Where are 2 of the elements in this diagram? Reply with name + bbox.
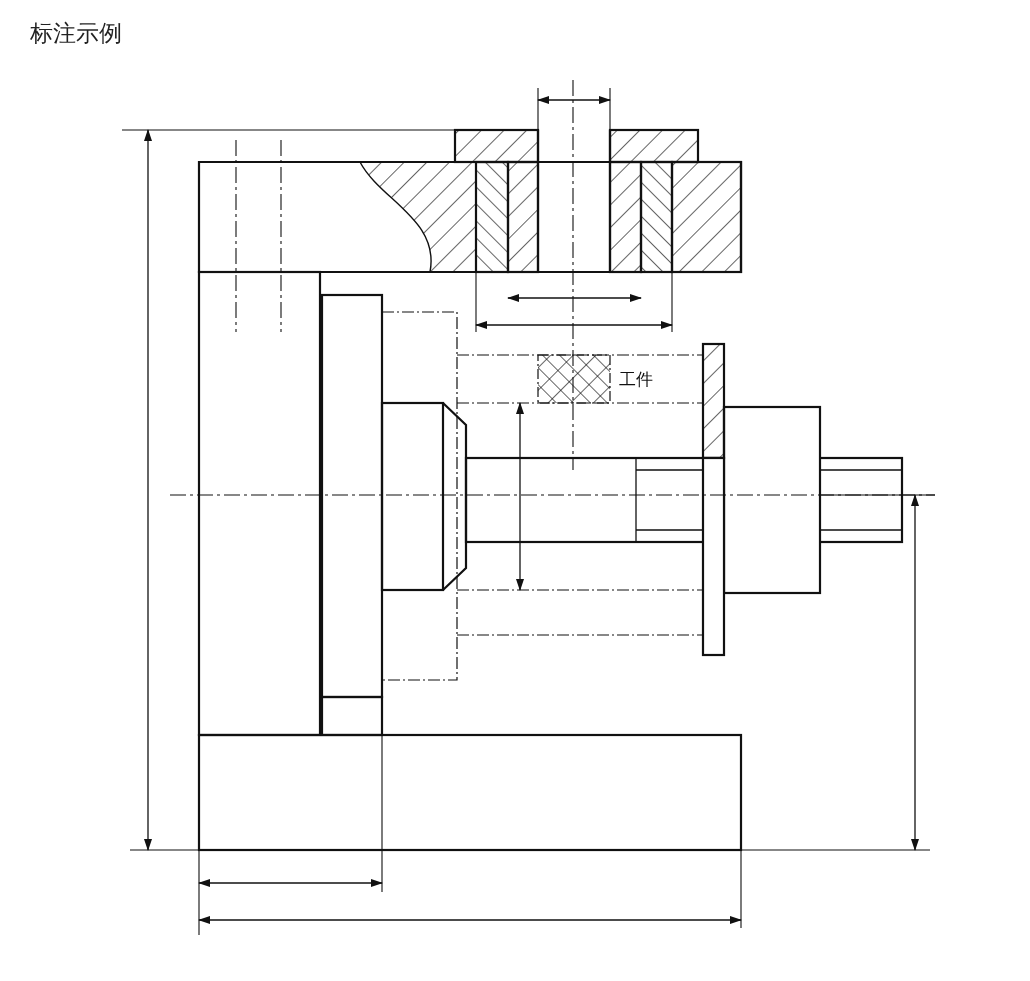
- drawing-title: 标注示例: [30, 19, 122, 48]
- part-label: 工件: [619, 368, 653, 391]
